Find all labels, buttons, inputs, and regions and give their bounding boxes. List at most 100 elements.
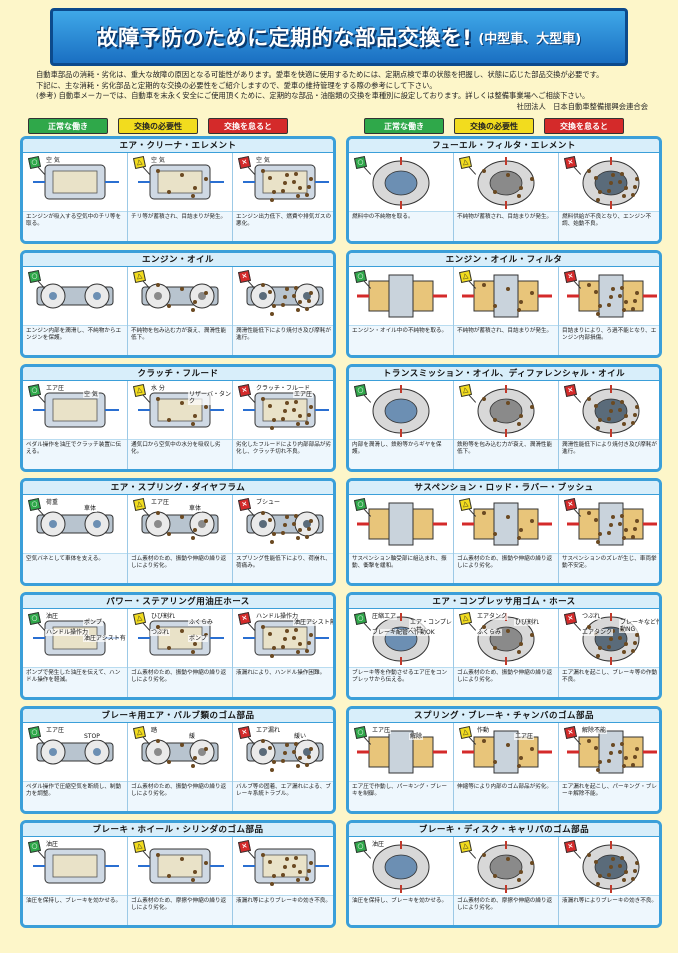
illustration-area: △ xyxy=(454,267,558,325)
state-cell: ×解除不能エア漏れを起こし、パーキング・ブレーキ解除不能。 xyxy=(559,723,659,811)
illustration-area: △ xyxy=(454,381,558,439)
part-illustration xyxy=(33,392,119,428)
state-caption: サスペンションのズレが生じ、車両挙動不安定。 xyxy=(559,553,659,583)
status-flag-icon: × xyxy=(563,839,578,854)
legend-needed: 交換の必要性 xyxy=(454,118,534,134)
diagram-label: ふくらみ xyxy=(188,619,215,626)
illustration-area: ○ xyxy=(349,267,453,325)
state-caption: ゴム素材のため、摩擦や伸縮の繰り返しにより劣化。 xyxy=(454,895,558,925)
status-flag-icon: ○ xyxy=(353,269,368,284)
state-caption: 通気口から空気中の水分を吸収し劣化。 xyxy=(128,439,232,469)
status-flag-icon: △ xyxy=(458,269,473,284)
diagram-label: 車体 xyxy=(188,505,203,512)
diagram-label: 空 気 xyxy=(45,157,61,164)
status-flag-icon: ○ xyxy=(27,155,42,170)
state-caption: スプリング性能低下により、荷崩れ、荷痛み。 xyxy=(233,553,333,583)
diagram-label: 緩 xyxy=(188,733,197,740)
state-caption: エンジン内部を潤滑し、不純物からエンジンを保護。 xyxy=(23,325,127,355)
status-flag-icon: △ xyxy=(458,725,473,740)
status-flag-icon: × xyxy=(237,269,252,284)
panel-body: ○エア圧解除エア圧で作動し、パーキング・ブレーキを制御。 △作動エア圧伸縮等によ… xyxy=(349,723,659,811)
part-panel: エア・クリーナ・エレメント ○空 気エンジンが吸入する空気中のチリ等を取る。 △… xyxy=(20,136,336,244)
part-illustration xyxy=(357,502,447,546)
state-cell: ○ エンジン・オイル中の不純物を取る。 xyxy=(349,267,454,355)
illustration-area: ○荷重車体 xyxy=(23,495,127,553)
state-caption: 燃料供給が不良となり、エンジン不調、始動不良。 xyxy=(559,211,659,241)
illustration-area: ○油圧 xyxy=(349,837,453,895)
diagram-label: ポンプ xyxy=(83,619,103,626)
part-illustration xyxy=(243,164,329,202)
part-illustration xyxy=(567,502,657,546)
part-illustration xyxy=(36,511,114,537)
state-caption: 不純物を包み込む力が衰え、潤滑性能低下。 xyxy=(128,325,232,355)
state-caption: 油圧を保持し、ブレーキを効かせる。 xyxy=(349,895,453,925)
status-flag-icon: × xyxy=(563,611,578,626)
state-caption: ゴム素材のため、振動や伸縮の繰り返しにより劣化。 xyxy=(454,553,558,583)
status-flag-icon: △ xyxy=(132,497,147,512)
illustration-area: × xyxy=(559,837,659,895)
state-cell: △エアタンクひび割れふくらみゴム素材のため、振動や伸縮の繰り返しにより劣化。 xyxy=(454,609,559,697)
state-caption: ペダル操作で圧縮空気を断続し、制動力を調整。 xyxy=(23,781,127,811)
part-illustration xyxy=(138,164,224,200)
diagram-label: ハンドル操作力 xyxy=(45,629,90,636)
diagram-label: エア圧 xyxy=(293,391,314,398)
part-illustration xyxy=(36,283,114,309)
part-illustration xyxy=(246,739,324,772)
state-cell: △ 不純物を包み込む力が衰え、潤滑性能低下。 xyxy=(128,267,233,355)
panel-title: フューエル・フィルタ・エレメント xyxy=(349,139,659,153)
diagram-label: エア圧 xyxy=(45,385,66,392)
state-caption: 潤滑性能低下により焼付き及び摩耗が進行。 xyxy=(233,325,333,355)
part-illustration xyxy=(462,274,552,318)
panel-title: トランスミッション・オイル、ディファレンシャル・オイル xyxy=(349,367,659,381)
state-cell: ○空 気エンジンが吸入する空気中のチリ等を取る。 xyxy=(23,153,128,241)
status-flag-icon: ○ xyxy=(353,725,368,740)
part-panel: トランスミッション・オイル、ディファレンシャル・オイル ○内部を潤滑し、鉄粉等か… xyxy=(346,364,662,472)
status-flag-icon: ○ xyxy=(27,497,42,512)
panel-body: ○エンジン・オイル中の不純物を取る。 △不純物が蓄積され、目詰まりが発生。 ×目… xyxy=(349,267,659,355)
illustration-area: ○油圧ポンプハンドル操作力油圧アシスト有 xyxy=(23,609,127,667)
legend-right: 正常な働き 交換の必要性 交換を怠ると xyxy=(364,118,624,134)
part-panel: フューエル・フィルタ・エレメント ○燃料中の不純物を取る。 △不純物が蓄積され、… xyxy=(346,136,662,244)
panel-body: ○エア圧空 気ペダル操作を油圧でクラッチ装置に伝える。 △水 分リザーバ・タンク… xyxy=(23,381,333,469)
state-cell: ○エンジン内部を潤滑し、不純物からエンジンを保護。 xyxy=(23,267,128,355)
status-flag-icon: × xyxy=(237,155,252,170)
state-cell: ○油圧油圧を保持し、ブレーキを効かせる。 xyxy=(349,837,454,925)
legend-normal: 正常な働き xyxy=(28,118,108,134)
diagram-label: ブシュー xyxy=(255,499,282,506)
diagram-label: 油圧アシスト無 xyxy=(293,619,336,626)
state-cell: △エア圧車体ゴム素材のため、振動や伸縮の繰り返しにより劣化。 xyxy=(128,495,233,583)
state-caption: 液漏れにより、ハンドル操作困難。 xyxy=(233,667,333,697)
state-caption: 目詰まりにより、ろ過不能となり、エンジン内部損傷。 xyxy=(559,325,659,355)
part-panel: エア・スプリング・ダイヤフラム ○荷重車体空気バネとして車体を支える。 △エア圧… xyxy=(20,478,336,586)
illustration-area: △ xyxy=(454,837,558,895)
state-cell: ×燃料供給が不良となり、エンジン不調、始動不良。 xyxy=(559,153,659,241)
panel-body: ○空 気エンジンが吸入する空気中のチリ等を取る。 △空 気チリ等が蓄積され、目詰… xyxy=(23,153,333,241)
legend-neglect: 交換を怠ると xyxy=(544,118,624,134)
status-flag-icon: △ xyxy=(132,269,147,284)
part-illustration xyxy=(141,283,219,312)
illustration-area: × xyxy=(559,495,659,553)
state-caption: チリ等が蓄積され、目詰まりが発生。 xyxy=(128,211,232,241)
part-illustration xyxy=(372,157,430,209)
part-panel: ブレーキ・ホイール・シリンダのゴム部品 ○油圧油圧を保持し、ブレーキを効かせる。… xyxy=(20,820,336,928)
panel-body: ○油圧油圧を保持し、ブレーキを効かせる。 △ゴム素材のため、摩擦や伸縮の繰り返し… xyxy=(349,837,659,925)
diagram-label: ポンプ xyxy=(188,635,208,642)
panel-body: ○エンジン内部を潤滑し、不純物からエンジンを保護。 △ 不純物を包み込む力が衰え、… xyxy=(23,267,333,355)
page-subtitle: (中型車、大型車) xyxy=(478,31,582,47)
panel-body: ○内部を潤滑し、鉄粉等からギヤを保護。 △鉄粉等を包み込む力が衰え、潤滑性能低下… xyxy=(349,381,659,469)
part-illustration xyxy=(357,730,447,774)
state-caption: エンジン・オイル中の不純物を取る。 xyxy=(349,325,453,355)
state-cell: ○エア圧空 気ペダル操作を油圧でクラッチ装置に伝える。 xyxy=(23,381,128,469)
state-caption: ポンプで発生した油圧を伝えて、ハンドル操作を軽減。 xyxy=(23,667,127,697)
status-flag-icon: ○ xyxy=(27,725,42,740)
status-flag-icon: ○ xyxy=(27,611,42,626)
illustration-area: ○油圧 xyxy=(23,837,127,895)
legend-neglect: 交換を怠ると xyxy=(208,118,288,134)
diagram-label: エア漏れ xyxy=(255,727,282,734)
illustration-area: ○空 気 xyxy=(23,153,127,211)
state-caption: サスペンション軸受部に組込まれ、振動、衝撃を緩和。 xyxy=(349,553,453,583)
diagram-label: エア圧 xyxy=(514,733,535,740)
panel-title: エア・クリーナ・エレメント xyxy=(23,139,333,153)
diagram-label: ふくらみ xyxy=(476,629,503,636)
